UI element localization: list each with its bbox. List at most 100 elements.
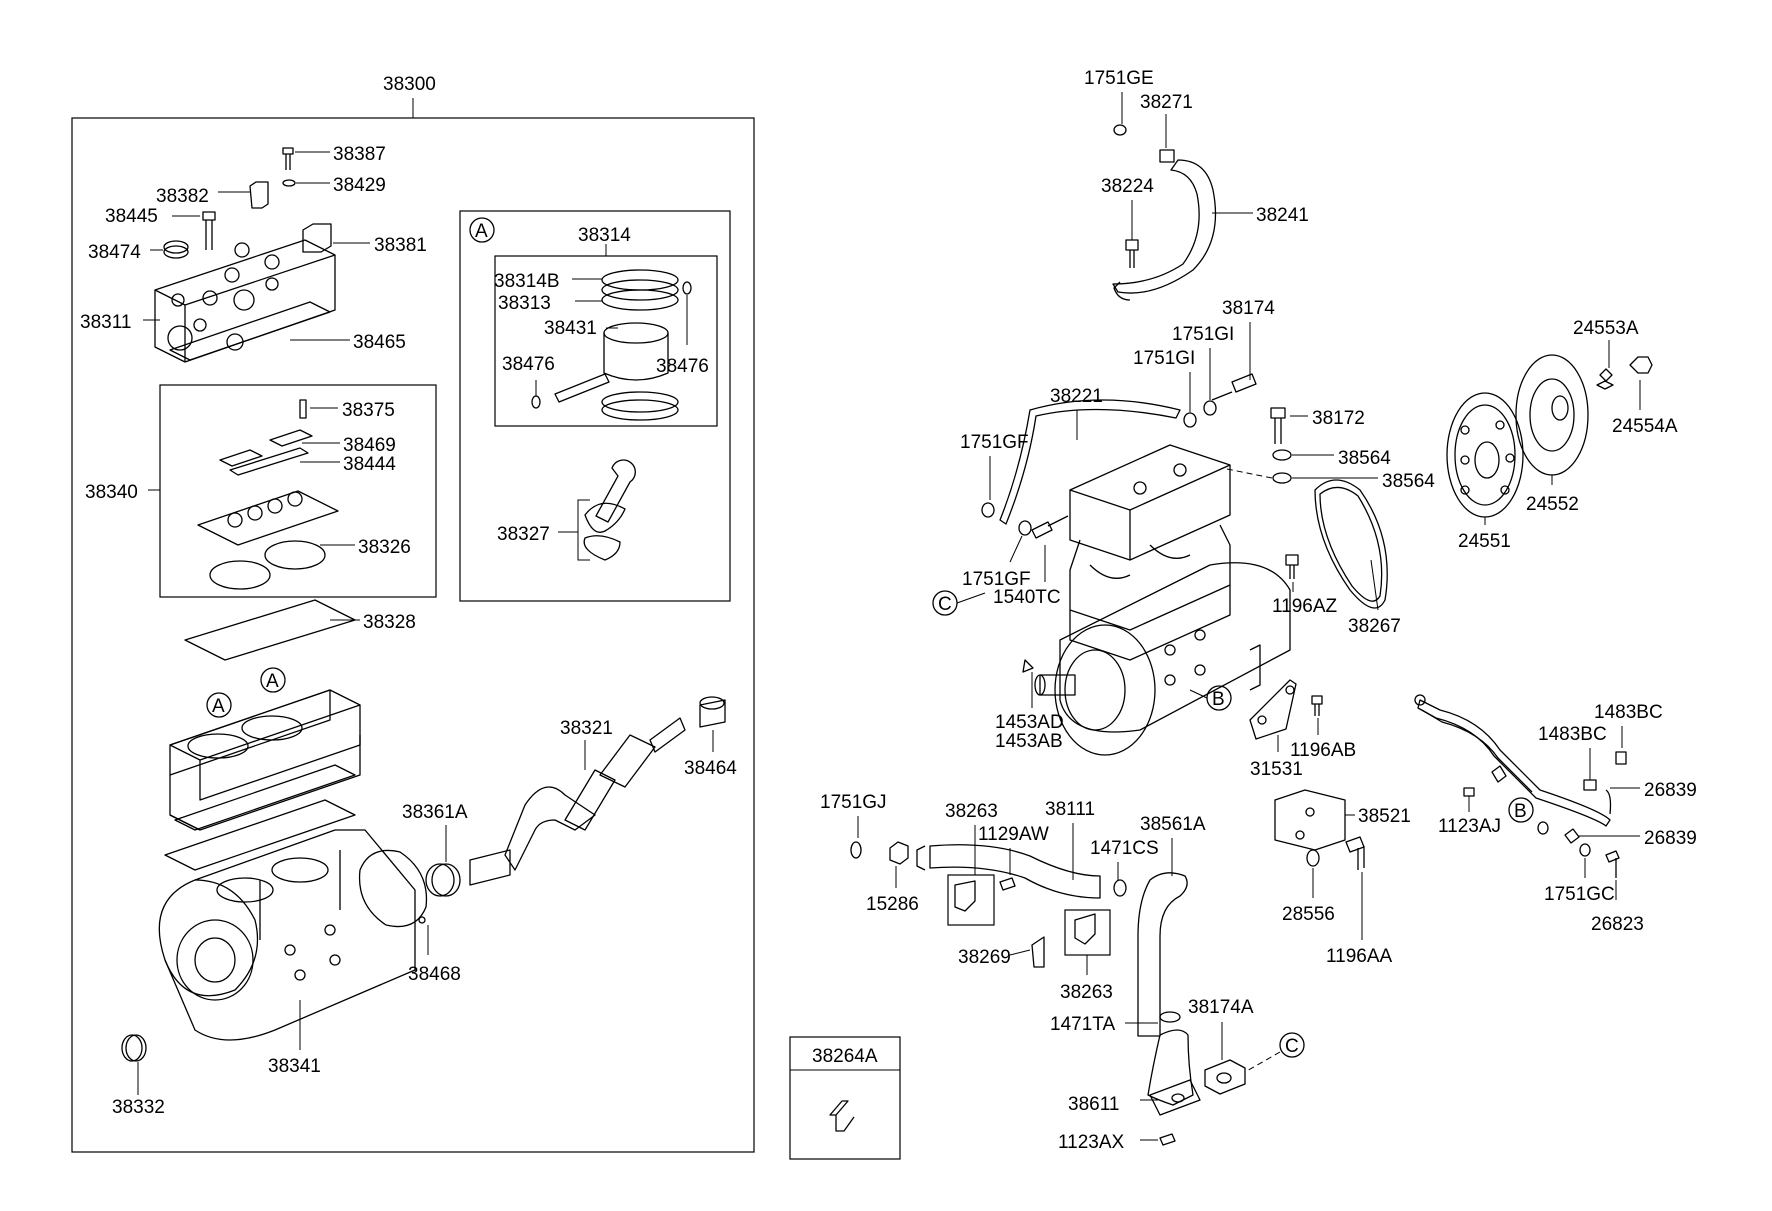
label-38476a: 38476 xyxy=(502,354,555,375)
label-38111: 38111 xyxy=(1045,799,1095,820)
label-38464: 38464 xyxy=(684,758,737,779)
label-38174a: 38174A xyxy=(1188,997,1254,1018)
label-38521: 38521 xyxy=(1358,806,1411,827)
callout-a-2: A xyxy=(212,696,225,717)
label-1751ge: 1751GE xyxy=(1084,68,1154,89)
inlet-elbow-group: 1471TA 38611 38174A C 1123AX xyxy=(1050,997,1305,1153)
label-38241: 38241 xyxy=(1256,205,1309,226)
label-38476b: 38476 xyxy=(656,356,709,377)
label-38263a: 38263 xyxy=(945,801,998,822)
label-38224: 38224 xyxy=(1101,176,1154,197)
label-38382: 38382 xyxy=(156,186,209,207)
label-26823: 26823 xyxy=(1591,914,1644,935)
label-1129aw: 1129AW xyxy=(978,824,1049,845)
label-1453ab: 1453AB xyxy=(995,731,1063,752)
label-38340: 38340 xyxy=(85,482,138,503)
callout-a-1: A xyxy=(475,221,488,242)
label-38314b: 38314B xyxy=(494,271,560,292)
delivery-pipe-group: 1751GE 38271 38224 38241 xyxy=(1084,68,1309,301)
label-38465: 38465 xyxy=(353,332,406,353)
label-38564b: 38564 xyxy=(1382,471,1435,492)
label-24553a: 24553A xyxy=(1573,318,1639,339)
gasket-38328: 38328 xyxy=(184,599,416,661)
label-38381: 38381 xyxy=(374,235,427,256)
label-38444: 38444 xyxy=(343,454,396,475)
label-38172: 38172 xyxy=(1312,408,1365,429)
label-26839_b: 26839 xyxy=(1644,828,1697,849)
crankcase-38341: 38341 38332 38468 38361A xyxy=(112,802,468,1118)
label-1471ta: 1471TA xyxy=(1050,1014,1115,1035)
label-24551: 24551 xyxy=(1458,531,1511,552)
label-1751gc: 1751GC xyxy=(1544,884,1615,905)
label-38264a: 38264A xyxy=(812,1046,878,1067)
callout-b-2: B xyxy=(1514,801,1527,822)
label-38326: 38326 xyxy=(358,537,411,558)
label-38327: 38327 xyxy=(497,524,550,545)
label-1751gi_a: 1751GI xyxy=(1172,324,1234,345)
label-38174: 38174 xyxy=(1222,298,1275,319)
label-1471cs: 1471CS xyxy=(1090,838,1159,859)
callout-c-1: C xyxy=(938,594,952,615)
cylinder-head-group: 38387 38429 38382 38445 38474 38381 3831… xyxy=(80,144,427,363)
gear-drive: 24551 24552 24553A 24554A xyxy=(1446,318,1678,552)
label-1123aj: 1123AJ xyxy=(1438,816,1501,837)
label-38263b: 38263 xyxy=(1060,982,1113,1003)
label-1751gf_b: 1751GF xyxy=(962,569,1031,590)
label-38321: 38321 xyxy=(560,718,613,739)
compressor-body: B 1453AD 1453AB xyxy=(995,444,1291,756)
label-38469: 38469 xyxy=(343,435,396,456)
label-38267: 38267 xyxy=(1348,616,1401,637)
label-38429: 38429 xyxy=(333,175,386,196)
label-38341: 38341 xyxy=(268,1056,321,1077)
label-38269: 38269 xyxy=(958,947,1011,968)
label-38313: 38313 xyxy=(498,293,551,314)
label-38474: 38474 xyxy=(88,242,141,263)
callout-b-1: B xyxy=(1212,689,1225,710)
label-38431: 38431 xyxy=(544,318,597,339)
label-24552: 24552 xyxy=(1526,494,1579,515)
label-38468: 38468 xyxy=(408,964,461,985)
label-38611: 38611 xyxy=(1068,1094,1119,1115)
label-38314: 38314 xyxy=(578,225,631,246)
label-1196ab: 1196AB xyxy=(1290,740,1356,761)
label-26839_a: 26839 xyxy=(1644,780,1697,801)
label-1453ad: 1453AD xyxy=(995,712,1064,733)
label-1751gi_b: 1751GI xyxy=(1133,348,1195,369)
callout-c-2: C xyxy=(1285,1036,1299,1057)
label-38328: 38328 xyxy=(363,612,416,633)
label-1196aa: 1196AA xyxy=(1326,946,1393,967)
label-38311: 38311 xyxy=(80,312,131,333)
assembly-frame-38300: 38300 xyxy=(71,74,755,1153)
label-1751gj: 1751GJ xyxy=(820,792,887,813)
label-38564a: 38564 xyxy=(1338,448,1391,469)
label-38300: 38300 xyxy=(383,74,436,95)
oil-line-group: 1483BC 1483BC 26839 1123AJ B 26839 1751G… xyxy=(1414,694,1697,935)
gasket-and-bolts-right: 38172 38564 38564 38267 1196AZ xyxy=(1221,407,1435,637)
label-24554a: 24554A xyxy=(1612,416,1678,437)
callout-a-3: A xyxy=(266,671,279,692)
label-38221: 38221 xyxy=(1050,386,1103,407)
mount-bracket-31531: 31531 1196AB xyxy=(1249,679,1356,780)
label-38271: 38271 xyxy=(1140,92,1193,113)
label-1123ax: 1123AX xyxy=(1058,1132,1125,1153)
box-38264a: 38264A xyxy=(789,1036,901,1160)
label-1751gf_a: 1751GF xyxy=(960,432,1029,453)
valve-plate-kit-38340: 38340 38375 38469 38444 38326 xyxy=(85,384,437,598)
label-31531: 31531 xyxy=(1250,759,1303,780)
piston-kit-box-a: A 38314 38314B 38313 38431 38476 38476 3… xyxy=(459,210,731,602)
label-1196az: 1196AZ xyxy=(1272,596,1338,617)
label-38375: 38375 xyxy=(342,400,395,421)
inlet-hose-group: 1751GJ 15286 38263 38111 1129AW 1471CS 3… xyxy=(820,792,1206,1037)
label-28556: 28556 xyxy=(1282,904,1335,925)
bracket-38521: 38521 28556 1196AA xyxy=(1274,789,1411,967)
label-1540tc: 1540TC xyxy=(993,587,1061,608)
label-1483bc_b: 1483BC xyxy=(1538,724,1607,745)
label-1483bc_a: 1483BC xyxy=(1594,702,1663,723)
label-38561a: 38561A xyxy=(1140,814,1206,835)
head-fittings: 38174 1751GI 1751GI 38221 1751GF 1751GF … xyxy=(932,298,1275,616)
label-38332: 38332 xyxy=(112,1097,165,1118)
label-38361a: 38361A xyxy=(402,802,468,823)
crankshaft-38321: 38321 38464 xyxy=(469,696,737,886)
